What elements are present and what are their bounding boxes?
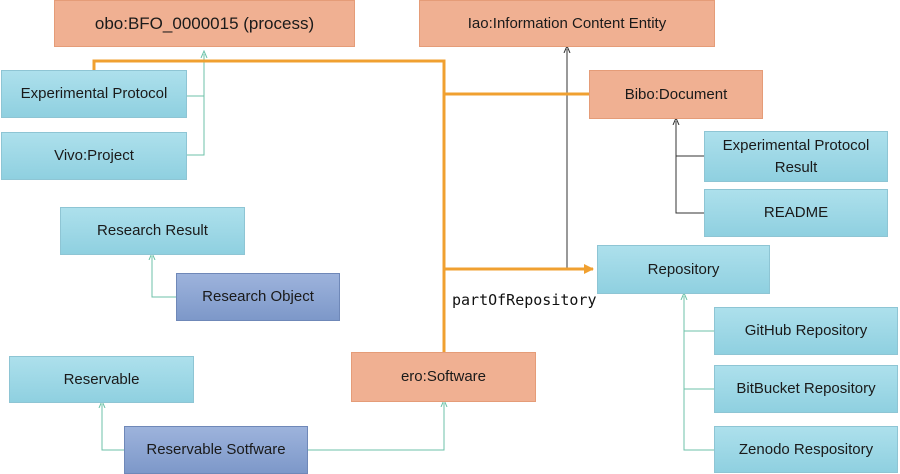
node-readme: README bbox=[704, 189, 888, 237]
node-research-result: Research Result bbox=[60, 207, 245, 255]
node-experimental-protocol-result: Experimental Protocol Result bbox=[704, 131, 888, 182]
edge-ep-result-to-bibo-document bbox=[676, 121, 704, 157]
node-bfo-process: obo:BFO_0000015 (process) bbox=[54, 0, 355, 47]
edge-experimental-protocol-part-of bbox=[92, 59, 446, 269]
node-ero-software: ero:Software bbox=[351, 352, 536, 402]
node-reservable: Reservable bbox=[9, 356, 194, 403]
edge-github-to-repository bbox=[684, 296, 714, 332]
node-reservable-software: Reservable Sotfware bbox=[124, 426, 308, 474]
edge-reservable-software-to-ero-software bbox=[308, 403, 444, 451]
edge-vivo-project-to-process bbox=[187, 96, 205, 156]
node-experimental-protocol: Experimental Protocol bbox=[1, 70, 187, 118]
node-github-repository: GitHub Repository bbox=[714, 307, 898, 355]
node-repository: Repository bbox=[597, 245, 770, 294]
node-bitbucket-repository: BitBucket Repository bbox=[714, 365, 898, 413]
node-research-object: Research Object bbox=[176, 273, 340, 321]
node-zenodo-repository: Zenodo Respository bbox=[714, 426, 898, 473]
edge-bitbucket-to-repository bbox=[683, 331, 714, 390]
edge-zenodo-to-repository bbox=[683, 389, 714, 451]
node-bibo-document: Bibo:Document bbox=[589, 70, 763, 119]
edge-readme-to-bibo-document bbox=[675, 156, 704, 214]
edge-reservable-software-to-reservable bbox=[102, 404, 124, 451]
node-iao-ice: Iao:Information Content Entity bbox=[419, 0, 715, 47]
node-vivo-project: Vivo:Project bbox=[1, 132, 187, 180]
edge-research-object-to-research-result bbox=[152, 256, 176, 298]
edge-label-part-of-repository: partOfRepository bbox=[452, 291, 597, 309]
